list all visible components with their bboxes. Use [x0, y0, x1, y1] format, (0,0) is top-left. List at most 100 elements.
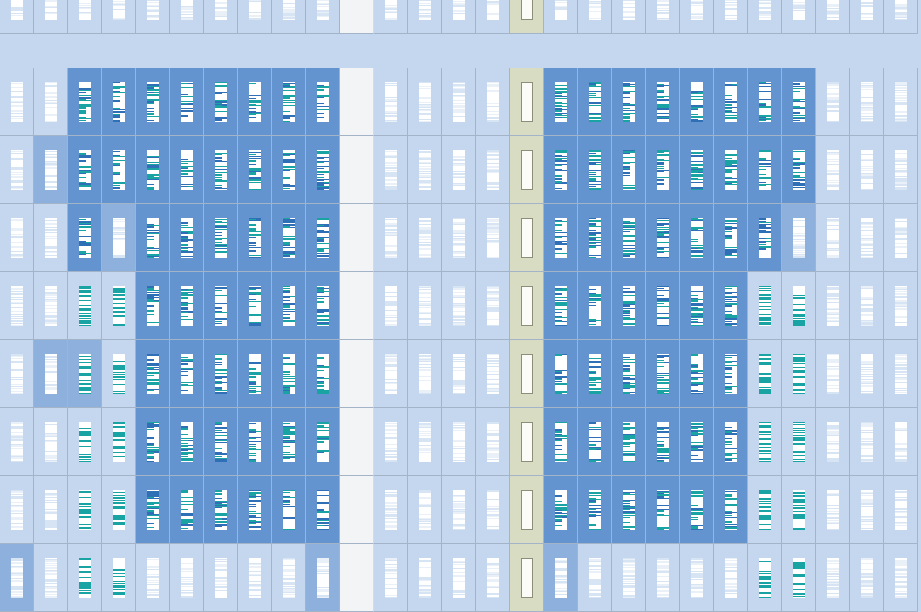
grid-cell[interactable]	[136, 340, 170, 408]
grid-cell[interactable]	[68, 0, 102, 34]
grid-cell[interactable]	[0, 68, 34, 136]
grid-cell[interactable]	[272, 204, 306, 272]
grid-cell[interactable]	[476, 136, 510, 204]
grid-cell[interactable]	[136, 68, 170, 136]
grid-cell[interactable]	[782, 476, 816, 544]
grid-cell[interactable]	[102, 476, 136, 544]
grid-cell[interactable]	[748, 340, 782, 408]
grid-cell[interactable]	[34, 204, 68, 272]
grid-cell[interactable]	[578, 204, 612, 272]
grid-cell[interactable]	[0, 544, 34, 612]
grid-cell[interactable]	[272, 272, 306, 340]
grid-cell[interactable]	[680, 408, 714, 476]
grid-cell[interactable]	[578, 476, 612, 544]
grid-cell[interactable]	[646, 340, 680, 408]
grid-cell[interactable]	[170, 0, 204, 34]
grid-cell[interactable]	[204, 204, 238, 272]
grid-cell[interactable]	[340, 340, 374, 408]
grid-cell[interactable]	[0, 204, 34, 272]
grid-cell[interactable]	[680, 476, 714, 544]
grid-cell[interactable]	[850, 272, 884, 340]
grid-cell[interactable]	[170, 340, 204, 408]
grid-cell[interactable]	[476, 272, 510, 340]
grid-cell[interactable]	[408, 476, 442, 544]
grid-cell[interactable]	[170, 476, 204, 544]
grid-cell[interactable]	[102, 0, 136, 34]
grid-cell[interactable]	[578, 340, 612, 408]
grid-cell[interactable]	[612, 204, 646, 272]
grid-cell[interactable]	[544, 136, 578, 204]
grid-cell[interactable]	[578, 136, 612, 204]
grid-cell[interactable]	[170, 136, 204, 204]
grid-cell[interactable]	[850, 340, 884, 408]
grid-cell[interactable]	[136, 272, 170, 340]
grid-cell[interactable]	[340, 0, 374, 34]
grid-cell[interactable]	[510, 204, 544, 272]
grid-cell[interactable]	[646, 272, 680, 340]
grid-cell[interactable]	[612, 408, 646, 476]
grid-cell[interactable]	[612, 68, 646, 136]
grid-cell[interactable]	[476, 544, 510, 612]
grid-cell[interactable]	[272, 68, 306, 136]
grid-cell[interactable]	[816, 408, 850, 476]
grid-cell[interactable]	[510, 476, 544, 544]
grid-cell[interactable]	[680, 272, 714, 340]
grid-cell[interactable]	[102, 340, 136, 408]
grid-cell[interactable]	[34, 0, 68, 34]
grid-cell[interactable]	[136, 476, 170, 544]
grid-cell[interactable]	[204, 0, 238, 34]
grid-cell[interactable]	[578, 408, 612, 476]
grid-cell[interactable]	[374, 476, 408, 544]
grid-cell[interactable]	[442, 340, 476, 408]
grid-cell[interactable]	[646, 544, 680, 612]
grid-cell[interactable]	[68, 136, 102, 204]
grid-cell[interactable]	[238, 408, 272, 476]
grid-cell[interactable]	[884, 476, 918, 544]
grid-cell[interactable]	[0, 136, 34, 204]
grid-cell[interactable]	[612, 476, 646, 544]
grid-cell[interactable]	[68, 272, 102, 340]
grid-cell[interactable]	[816, 272, 850, 340]
grid-cell[interactable]	[816, 204, 850, 272]
grid-cell[interactable]	[510, 136, 544, 204]
grid-cell[interactable]	[850, 408, 884, 476]
grid-cell[interactable]	[510, 408, 544, 476]
grid-cell[interactable]	[816, 136, 850, 204]
grid-cell[interactable]	[850, 0, 884, 34]
grid-cell[interactable]	[272, 136, 306, 204]
grid-cell[interactable]	[476, 68, 510, 136]
grid-cell[interactable]	[850, 68, 884, 136]
grid-cell[interactable]	[374, 68, 408, 136]
grid-cell[interactable]	[272, 544, 306, 612]
grid-cell[interactable]	[408, 68, 442, 136]
grid-cell[interactable]	[340, 68, 374, 136]
grid-cell[interactable]	[748, 408, 782, 476]
grid-cell[interactable]	[408, 204, 442, 272]
grid-cell[interactable]	[782, 204, 816, 272]
grid-cell[interactable]	[782, 136, 816, 204]
grid-cell[interactable]	[306, 68, 340, 136]
grid-cell[interactable]	[714, 204, 748, 272]
grid-cell[interactable]	[680, 204, 714, 272]
grid-cell[interactable]	[374, 136, 408, 204]
grid-cell[interactable]	[442, 204, 476, 272]
grid-cell[interactable]	[714, 272, 748, 340]
grid-cell[interactable]	[442, 408, 476, 476]
grid-cell[interactable]	[408, 136, 442, 204]
grid-cell[interactable]	[238, 204, 272, 272]
grid-cell[interactable]	[34, 136, 68, 204]
grid-cell[interactable]	[782, 272, 816, 340]
grid-cell[interactable]	[0, 0, 34, 34]
grid-cell[interactable]	[34, 340, 68, 408]
grid-cell[interactable]	[714, 476, 748, 544]
grid-cell[interactable]	[544, 476, 578, 544]
grid-cell[interactable]	[306, 408, 340, 476]
grid-cell[interactable]	[102, 136, 136, 204]
grid-cell[interactable]	[884, 408, 918, 476]
grid-cell[interactable]	[374, 340, 408, 408]
grid-cell[interactable]	[204, 544, 238, 612]
grid-cell[interactable]	[34, 68, 68, 136]
grid-cell[interactable]	[850, 136, 884, 204]
grid-cell[interactable]	[34, 544, 68, 612]
grid-cell[interactable]	[170, 544, 204, 612]
